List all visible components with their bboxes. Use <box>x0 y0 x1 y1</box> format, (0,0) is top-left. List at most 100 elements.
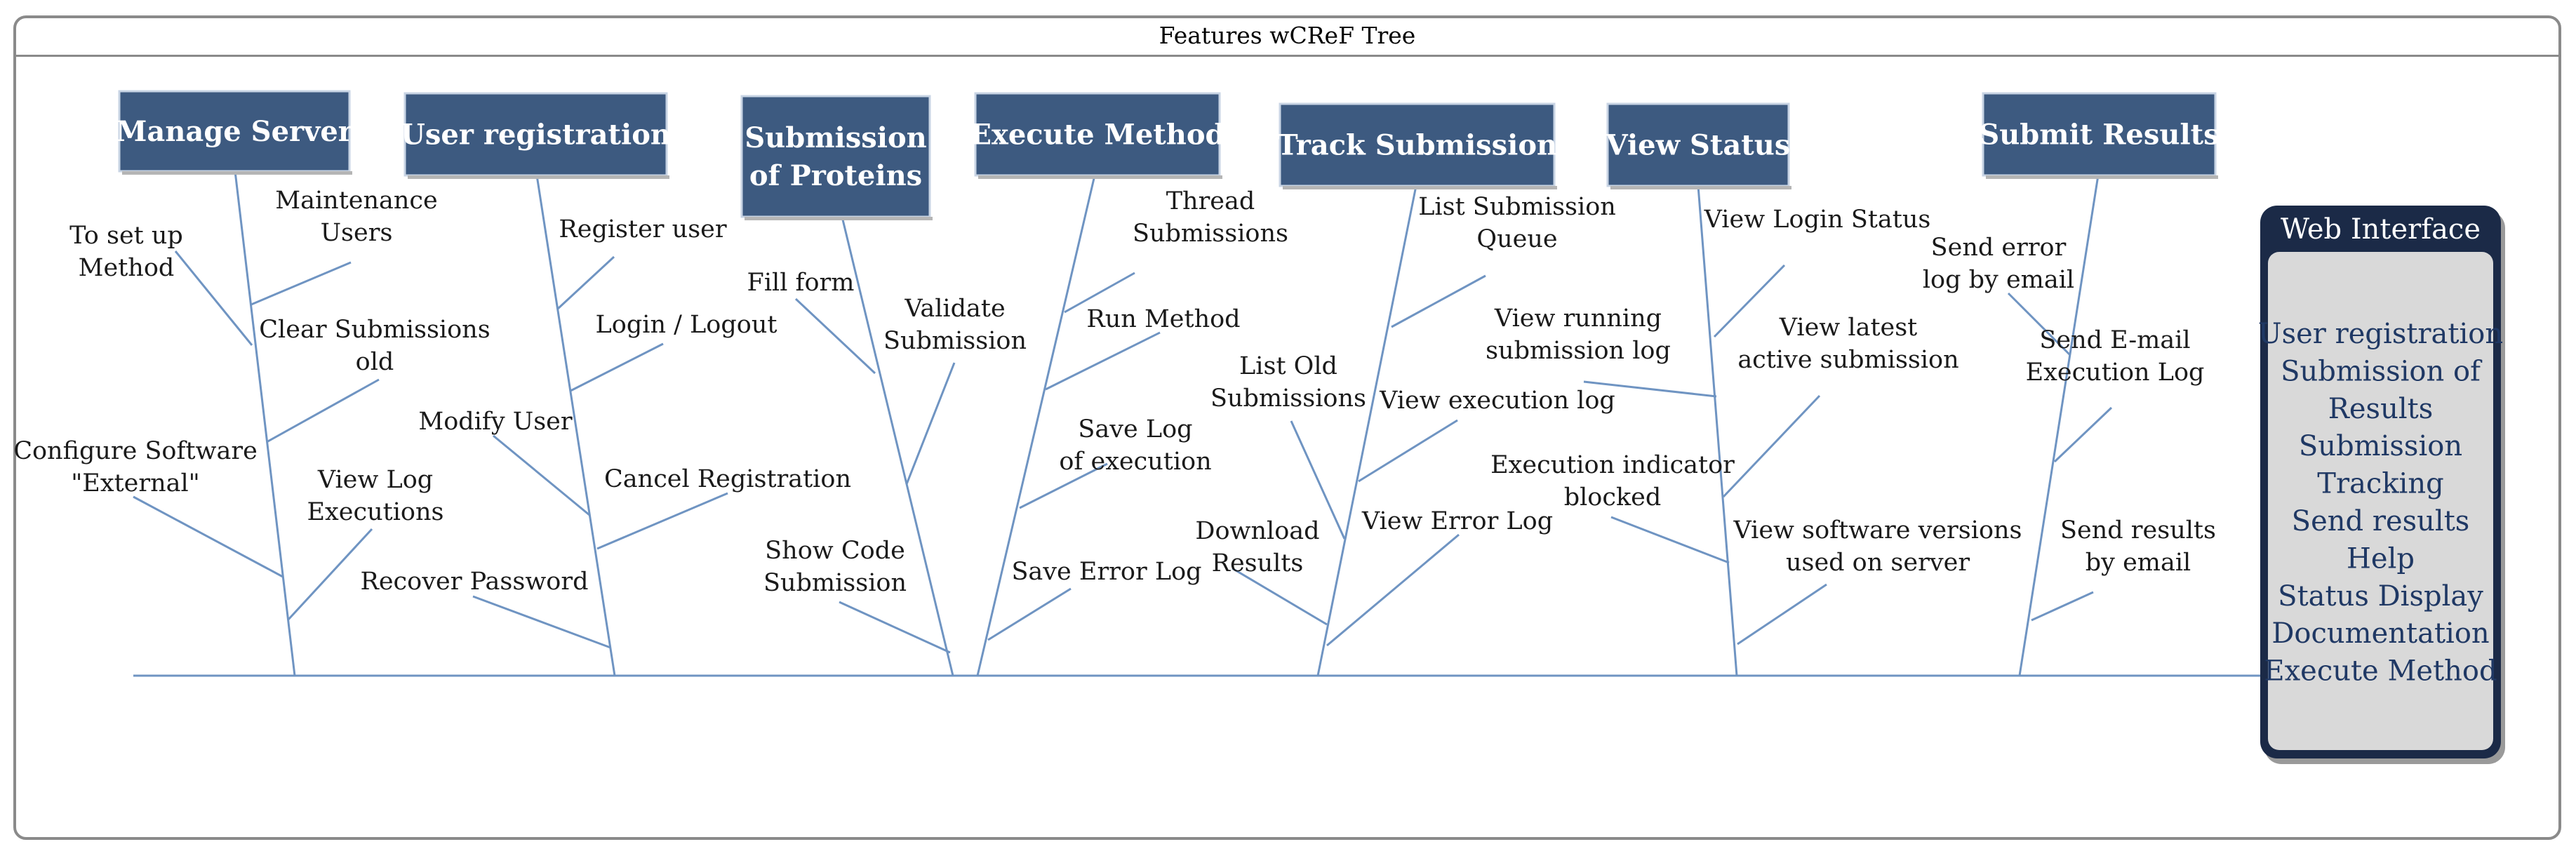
branch-label: Fill form <box>747 269 855 297</box>
branch-label: View Login Status <box>1704 206 1931 234</box>
branch-label-line: by email <box>2086 549 2191 577</box>
panel-item-line: Submission <box>2299 430 2462 462</box>
branch-label-line: List Old <box>1239 352 1337 380</box>
sub-branch-line <box>1713 264 1786 338</box>
panel-item: Submission of Results <box>2281 355 2483 424</box>
diagram-frame <box>13 15 2561 840</box>
branch-label-line: View Error Log <box>1361 507 1553 535</box>
category-title: User registration <box>401 119 671 152</box>
branch-label-line: Executions <box>307 498 444 526</box>
branch-label-line: Recover Password <box>360 568 588 596</box>
category-title: Submission <box>745 121 926 154</box>
category-bone-line <box>234 170 296 676</box>
branch-label-line: Thread <box>1166 187 1255 215</box>
branch-label-line: Save Log <box>1078 415 1192 443</box>
panel-item-line: Status Display <box>2278 580 2483 613</box>
category-header-box <box>740 95 931 218</box>
panel-item-line: User registration <box>2258 318 2503 350</box>
branch-label: Save Error Log <box>1011 558 1201 586</box>
branch-label: Save Log of execution <box>1059 415 1211 476</box>
panel-item-line: Help <box>2347 542 2415 575</box>
category-bone-line <box>1697 185 1738 676</box>
category-bone-line <box>841 216 954 676</box>
branch-label: View Error Log <box>1361 507 1553 535</box>
branch-label-line: used on server <box>1786 549 1970 577</box>
sub-branch-line <box>472 595 611 649</box>
branch-label-line: Download <box>1195 517 1319 545</box>
sub-branch-line <box>905 362 956 485</box>
branch-label-line: Fill form <box>747 269 855 297</box>
sub-branch-line <box>174 250 253 346</box>
panel-body <box>2268 252 2493 750</box>
branch-label-line: Modify User <box>418 408 573 436</box>
branch-label-line: To set up <box>69 222 183 250</box>
panel-item: Execute Method <box>2264 655 2497 688</box>
branch-label: Configure Software "External" <box>13 437 258 497</box>
branch-label-line: Configure Software <box>13 437 258 465</box>
panel-title: Web Interface <box>2281 213 2481 246</box>
sub-branch-line <box>493 434 590 516</box>
branch-label-line: Submission <box>763 569 907 597</box>
category-bone-line <box>1316 185 1417 676</box>
category-bone-line <box>2018 175 2100 676</box>
branch-label-line: Maintenance <box>275 187 437 215</box>
sub-branch-line <box>1232 567 1328 626</box>
branch-label-line: Method <box>79 254 175 282</box>
branch-label-line: of execution <box>1059 448 1211 476</box>
branch-label-line: Cancel Registration <box>604 465 851 493</box>
branch-label-line: "External" <box>71 469 200 497</box>
diagram-title: Features wCReF Tree <box>1159 21 1416 49</box>
branch-label: View software versions used on server <box>1733 516 2022 577</box>
branch-label: Modify User <box>418 408 573 436</box>
branch-label-line: Send error <box>1931 234 2067 262</box>
panel-item-line: Send results <box>2292 505 2470 537</box>
branch-label-line: View Login Status <box>1704 206 1931 234</box>
panel-item-line: Tracking <box>2317 468 2443 500</box>
sub-branch-line <box>1722 394 1821 498</box>
branch-label-line: View software versions <box>1733 516 2022 544</box>
category-title: Manage Server <box>116 115 354 148</box>
branch-label-line: Users <box>321 219 393 247</box>
category-bone-line <box>535 175 616 676</box>
branch-label-line: Submission <box>883 327 1027 355</box>
panel-item-line: Results <box>2328 393 2433 425</box>
panel-item: Documentation <box>2271 617 2489 650</box>
branch-label-line: View Log <box>317 466 433 494</box>
title-divider <box>13 55 2561 57</box>
sub-branch-line <box>1358 419 1458 483</box>
category-title: View Status <box>1606 129 1791 162</box>
sub-branch-line <box>839 601 951 654</box>
sub-branch-line <box>286 528 373 622</box>
branch-label: Recover Password <box>360 568 588 596</box>
panel-item-line: Submission of <box>2281 355 2483 387</box>
sub-branch-line <box>1737 583 1827 646</box>
sub-branch-line <box>266 378 380 443</box>
category-header-box <box>1606 102 1790 187</box>
panel-item: Help <box>2347 542 2415 575</box>
branch-label-line: Queue <box>1476 225 1557 253</box>
category-title: Execute Method <box>970 119 1224 152</box>
branch-label-line: Results <box>1212 549 1304 577</box>
category-title: Submit Results <box>1979 119 2219 152</box>
category-header-box <box>403 92 668 177</box>
sub-branch-line <box>251 261 352 306</box>
